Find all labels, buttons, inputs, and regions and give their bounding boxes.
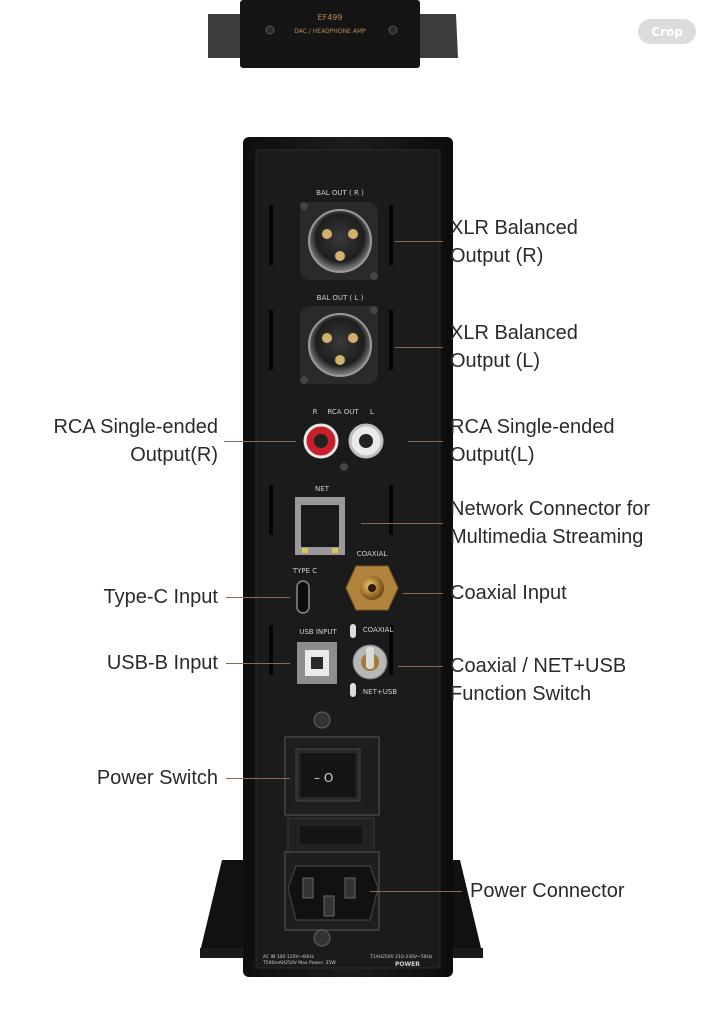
- callout-network-line1: Network Connector for: [450, 498, 651, 520]
- callout-type-c: Type-C Input: [103, 583, 218, 611]
- coaxial-connector: [345, 565, 399, 611]
- net-label: NET: [315, 485, 330, 493]
- usb-input-label: USB INPUT: [299, 628, 337, 636]
- callout-usb-b-line1: USB-B Input: [106, 652, 218, 674]
- rca-r-connector: [303, 423, 339, 459]
- callout-xlr-l-line1: XLR Balanced: [450, 322, 578, 344]
- rca-l-connector: [348, 423, 384, 459]
- callout-rca-l: RCA Single-ended Output(L): [450, 413, 615, 469]
- leader-line-rca-l: [408, 441, 443, 442]
- rca-out-label: RCA OUT: [327, 408, 359, 416]
- top-subtitle-label: DAC / HEADPHONE AMP: [294, 28, 366, 35]
- switch-coaxial-label: COAXIAL: [363, 626, 394, 634]
- callout-type-c-line1: Type-C Input: [103, 586, 218, 608]
- callout-rca-r-line1: RCA Single-ended: [53, 416, 218, 438]
- bal-out-r-label: BAL OUT ( R ): [316, 189, 364, 197]
- callout-rca-r: RCA Single-ended Output(R): [53, 413, 218, 469]
- power-module: – O: [284, 736, 380, 931]
- usb-b-port: [297, 642, 337, 684]
- callout-power-switch: Power Switch: [97, 764, 218, 792]
- leader-line-xlr-l: [395, 347, 443, 348]
- ac-spec-left-1: AC IN 100-120V~60Hz: [263, 954, 314, 960]
- callout-xlr-l-line2: Output (L): [450, 350, 541, 372]
- leader-line-rca-r: [224, 441, 296, 442]
- top-model-label: EF499: [318, 13, 343, 22]
- leader-line-xlr-r: [395, 241, 443, 242]
- ethernet-port: [295, 497, 345, 555]
- bal-out-l-label: BAL OUT ( L ): [317, 294, 364, 302]
- leader-line-type-c: [226, 597, 290, 598]
- power-label: POWER: [395, 961, 420, 968]
- type-c-label: TYPE C: [292, 567, 317, 575]
- callout-function-switch-line2: Function Switch: [450, 683, 592, 705]
- crop-button[interactable]: Crop: [638, 19, 696, 44]
- function-toggle-switch: [352, 644, 388, 680]
- callout-rca-l-line1: RCA Single-ended: [450, 416, 615, 438]
- callout-power-switch-line1: Power Switch: [96, 767, 218, 789]
- leader-line-power-switch: [226, 778, 290, 779]
- leader-line-function-switch: [398, 666, 443, 667]
- xlr-l-connector: [300, 306, 378, 384]
- callout-network-line2: Multimedia Streaming: [450, 526, 644, 548]
- coaxial-label: COAXIAL: [357, 550, 388, 558]
- svg-text:– O: – O: [314, 771, 333, 785]
- rca-r-letter: R: [313, 408, 318, 416]
- switch-net-usb-label: NET+USB: [363, 688, 397, 696]
- ac-spec-right-1: T1AH250V 210-230V~50Hz: [369, 954, 433, 960]
- power-rocker-switch: [300, 753, 356, 797]
- callout-rca-l-line2: Output(L): [450, 444, 535, 466]
- ac-spec-left-2: T500mAH250V Max Power: 35W: [262, 960, 336, 966]
- rca-l-letter: L: [370, 408, 374, 416]
- coaxial-position-icon: [350, 624, 356, 638]
- callout-xlr-r-line1: XLR Balanced: [450, 217, 578, 239]
- callout-network: Network Connector for Multimedia Streami…: [450, 495, 650, 551]
- xlr-r-connector: [300, 202, 378, 280]
- leader-line-network: [361, 523, 443, 524]
- callout-usb-b: USB-B Input: [107, 649, 218, 677]
- leader-line-coaxial: [403, 593, 443, 594]
- leader-line-usb-b: [226, 663, 290, 664]
- callout-xlr-r: XLR Balanced Output (R): [450, 214, 578, 270]
- device-top-view: EF499 DAC / HEADPHONE AMP: [208, 0, 458, 68]
- callout-function-switch: Coaxial / NET+USB Function Switch: [450, 652, 626, 708]
- leader-line-power-connector: [370, 891, 462, 892]
- callout-rca-r-line2: Output(R): [130, 444, 218, 466]
- callout-xlr-l: XLR Balanced Output (L): [450, 319, 578, 375]
- callout-coaxial: Coaxial Input: [450, 579, 567, 607]
- type-c-port: [296, 580, 310, 614]
- callout-xlr-r-line2: Output (R): [450, 245, 544, 267]
- callout-power-connector-line1: Power Connector: [470, 880, 625, 902]
- net-usb-position-icon: [350, 683, 356, 697]
- callout-function-switch-line1: Coaxial / NET+USB: [450, 655, 627, 677]
- callout-power-connector: Power Connector: [470, 877, 625, 905]
- callout-coaxial-line1: Coaxial Input: [450, 582, 567, 604]
- ventilation-slots: [269, 205, 393, 675]
